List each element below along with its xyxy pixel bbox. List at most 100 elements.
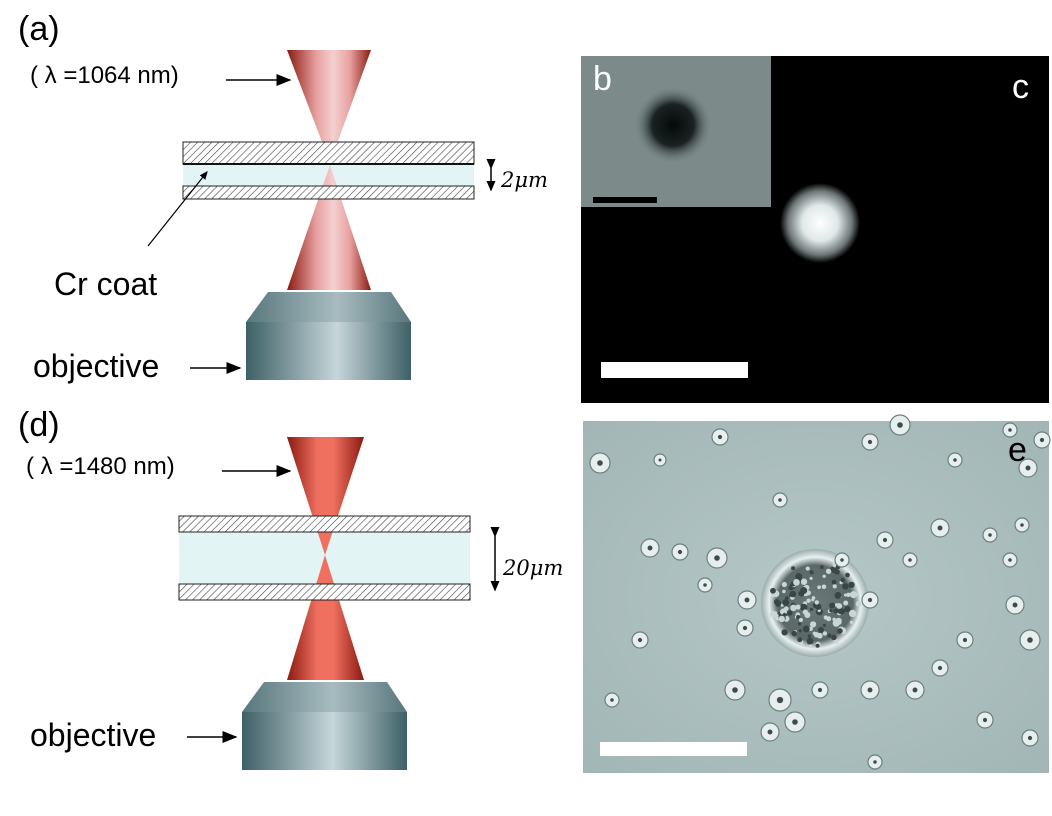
cell-granule (808, 644, 813, 648)
vesicle-core (744, 597, 750, 603)
cell-granule (773, 599, 780, 605)
vesicle-core (867, 687, 873, 693)
cell-granule (804, 612, 811, 619)
cell-granule (817, 585, 821, 590)
vesicle-core (1020, 523, 1024, 527)
cell-granule (848, 581, 855, 589)
cell-granule (849, 620, 854, 624)
cell-granule (781, 581, 787, 588)
cell-granule (782, 599, 790, 607)
cell-granule (846, 592, 851, 598)
cell-granule (853, 592, 858, 597)
cell-granule (791, 566, 796, 571)
panel-d-schematic (178, 437, 500, 770)
cell-granule (837, 628, 843, 634)
cell-granule (834, 591, 842, 599)
vesicle-core (742, 625, 748, 631)
vesicle-core (658, 458, 662, 462)
vesicle-core (776, 696, 784, 704)
cell-granule (811, 596, 816, 600)
objective-top (246, 292, 411, 322)
cell-granule (791, 630, 797, 637)
cell-granule (785, 596, 789, 600)
laser-beam-lower (287, 555, 364, 680)
cell-granule (798, 629, 802, 633)
vesicle-core (778, 498, 782, 502)
cell-granule (827, 633, 832, 638)
cell-granule (848, 609, 857, 618)
cell-granule (809, 607, 814, 612)
vesicle-core (988, 533, 992, 537)
vesicle-core (962, 637, 968, 643)
vesicle-core (897, 422, 903, 428)
vesicle-core (703, 583, 707, 587)
coverslip-bottom (178, 583, 471, 601)
panel-label-d: (d) (18, 406, 60, 444)
cell-granule (814, 600, 819, 605)
vesicles (589, 414, 1051, 770)
vesicle-core (817, 687, 823, 693)
cell-granule (833, 608, 839, 614)
cell-granule (782, 589, 786, 594)
cell-granule (783, 606, 789, 611)
vesicle-core (610, 698, 614, 702)
cell-granule (787, 610, 793, 616)
laser-beam-lower (287, 165, 371, 290)
objective-label-d: objective (30, 717, 157, 753)
cell-granule (823, 615, 828, 620)
objective-body (242, 712, 407, 770)
cell-granule (829, 608, 833, 613)
panel-label-a: (a) (18, 10, 60, 48)
vesicle-core (767, 729, 773, 735)
cell-granule (797, 637, 803, 643)
thickness-label-a: 2μm (501, 168, 548, 192)
cell-granule (809, 576, 813, 580)
vesicle-core (717, 434, 723, 440)
cell-granule (821, 584, 827, 589)
cell-granule (809, 570, 814, 575)
heated-spot (780, 183, 860, 263)
thickness-label-d: 20μm (503, 556, 564, 580)
cell-granule (833, 638, 839, 644)
cell-granule (796, 615, 801, 620)
cr-coat-label: Cr coat (54, 266, 158, 302)
cell-granule (822, 574, 826, 578)
cell-granule (793, 579, 800, 586)
vesicle-core (873, 760, 877, 764)
cell-granule (778, 615, 785, 623)
cell-granule (829, 602, 836, 609)
vesicle-core (882, 537, 888, 543)
cell-granule (812, 631, 817, 635)
cell-granule (831, 579, 837, 585)
cell-granule (817, 626, 825, 633)
cell-granule (842, 583, 849, 590)
panel-a-schematic (147, 50, 496, 380)
cell-granule (822, 623, 827, 627)
cell-granule (807, 634, 812, 638)
vesicle-core (937, 525, 943, 531)
vesicle-core (1012, 602, 1018, 608)
vesicle-core (953, 458, 957, 462)
cell-granule (831, 634, 837, 641)
cr-coat-arrow (147, 171, 208, 247)
cell-granule (795, 604, 801, 610)
vesicle-core (1027, 735, 1033, 741)
cell-granule (782, 612, 786, 616)
cell-granule (834, 603, 839, 607)
vesicle-core (1008, 558, 1012, 562)
vesicle-core (792, 719, 798, 725)
laser-beam-upper (287, 437, 364, 555)
coverslip-top (178, 515, 471, 533)
cell-granule (845, 572, 850, 578)
cell-granule (816, 632, 823, 639)
cell-granule (773, 613, 779, 619)
cell-granule (819, 565, 824, 569)
scale-bar-c (601, 362, 748, 378)
objective-label-a: objective (33, 348, 160, 384)
cell-granule (806, 637, 814, 645)
scale-bar-b (593, 197, 657, 203)
vesicle-core (677, 549, 683, 555)
vesicle-core (867, 439, 873, 445)
vesicle-core (1025, 465, 1031, 471)
cell-granule (781, 629, 788, 636)
